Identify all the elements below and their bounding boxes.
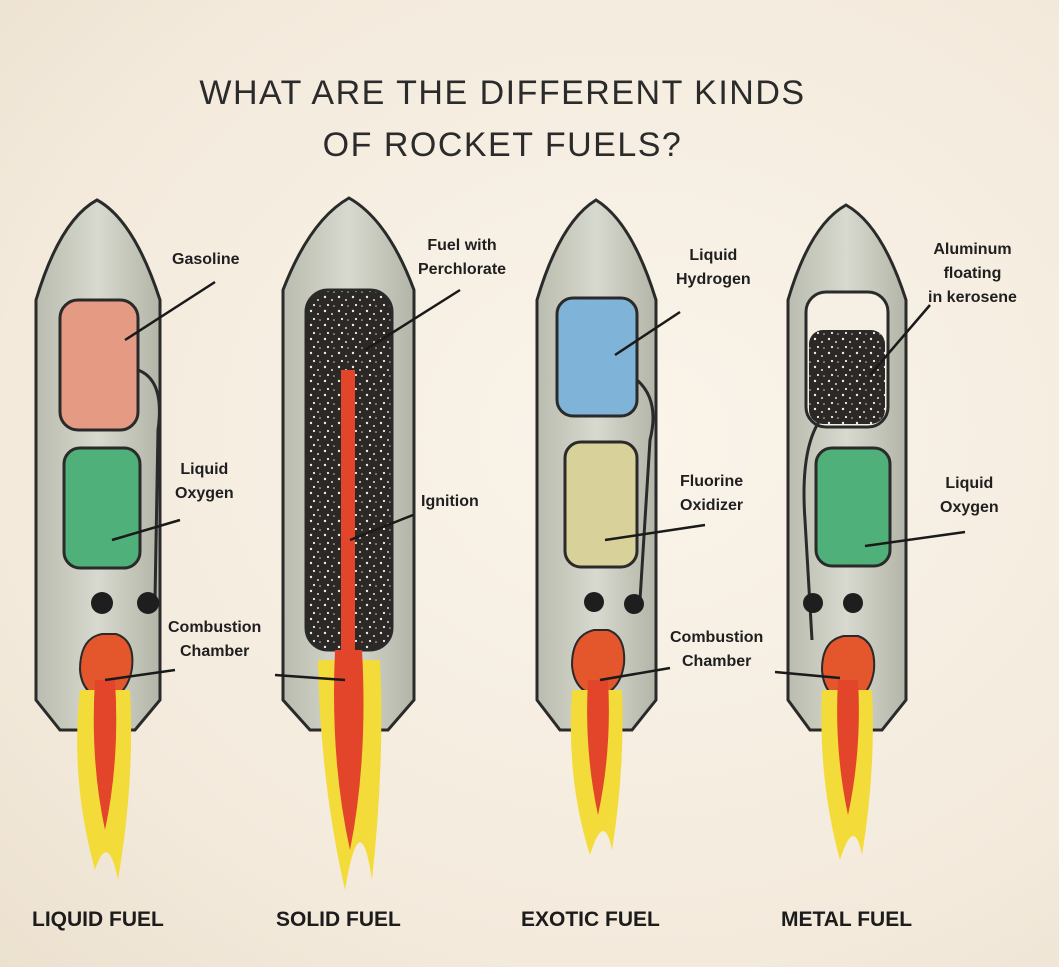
label-liquid-oxygen-metal-line-2: Oxygen <box>940 499 999 516</box>
label-aluminum-in-kerosene: Aluminum floating in kerosene <box>928 238 1017 310</box>
leader-line-gasoline <box>124 280 216 342</box>
label-combustion-chamber-line-2: Chamber <box>179 643 250 660</box>
label-aluminum-line-1: Aluminum <box>933 241 1012 258</box>
label-fuel-with-perchlorate-line-1: Fuel with <box>427 237 497 254</box>
caption-liquid-fuel: LIQUID FUEL <box>32 908 164 931</box>
label-aluminum-line-2: floating <box>943 265 1002 282</box>
ignition-channel <box>341 370 355 660</box>
caption-solid-fuel: SOLID FUEL <box>276 908 401 931</box>
caption-exotic-fuel: EXOTIC FUEL <box>521 908 660 931</box>
label-liquid-hydrogen-line-2: Hydrogen <box>676 271 751 288</box>
fuel-pipe <box>635 378 655 601</box>
leader-line-combustion-chamber-metal <box>774 670 841 680</box>
label-fluorine-oxidizer-line-2: Oxidizer <box>680 497 744 514</box>
rocket-exotic-fuel <box>535 198 658 855</box>
valve <box>624 594 644 614</box>
aluminum-fill <box>809 330 885 424</box>
valve <box>137 592 159 614</box>
exhaust-flame-core <box>587 680 609 815</box>
fluorine-tank <box>563 440 639 569</box>
rocket-solid-fuel <box>281 196 416 890</box>
label-liquid-oxygen-metal-line-1: Liquid <box>945 475 994 492</box>
oxygen-tank <box>62 446 142 570</box>
label-liquid-oxygen-line-2: Oxygen <box>175 485 234 502</box>
exhaust-flame-core <box>837 680 859 815</box>
label-fluorine-oxidizer-line-1: Fluorine <box>680 473 744 490</box>
label-combustion-chamber-exotic-line-2: Chamber <box>681 653 752 670</box>
label-ignition: Ignition <box>421 493 479 510</box>
label-fuel-with-perchlorate: Fuel with Perchlorate <box>418 234 506 282</box>
label-combustion-chamber-exotic: Combustion Chamber <box>670 626 763 674</box>
rocket-metal-fuel <box>786 203 908 860</box>
leader-line-fuel-perchlorate <box>364 288 461 352</box>
page-title-line-1: WHAT ARE THE DIFFERENT KINDS <box>199 74 806 112</box>
label-aluminum-line-3: in kerosene <box>928 289 1017 306</box>
leader-line-aluminum <box>869 304 931 376</box>
label-gasoline: Gasoline <box>172 251 240 268</box>
exhaust-flame-core <box>93 680 117 830</box>
caption-metal-fuel: METAL FUEL <box>781 908 913 931</box>
valve <box>843 593 863 613</box>
label-liquid-oxygen: Liquid Oxygen <box>175 458 234 506</box>
fuel-pipe <box>802 419 822 641</box>
label-combustion-chamber-line-1: Combustion <box>168 619 262 636</box>
leader-line-combustion-chamber <box>104 668 176 682</box>
valve <box>803 593 823 613</box>
leader-line-liquid-oxygen <box>111 518 181 542</box>
fuel-pipe <box>137 368 161 601</box>
label-liquid-oxygen-line-1: Liquid <box>180 461 229 478</box>
label-liquid-oxygen-metal: Liquid Oxygen <box>940 472 999 520</box>
hydrogen-tank <box>555 296 639 418</box>
leader-line-ignition <box>349 513 414 542</box>
gasoline-tank <box>58 298 140 432</box>
oxygen-tank <box>814 446 892 568</box>
valve <box>584 592 604 612</box>
label-fluorine-oxidizer: Fluorine Oxidizer <box>680 470 743 518</box>
label-fuel-with-perchlorate-line-2: Perchlorate <box>418 261 507 278</box>
leader-line-liquid-oxygen-metal <box>864 530 966 548</box>
label-liquid-hydrogen-line-1: Liquid <box>689 247 738 264</box>
leader-line-liquid-hydrogen <box>614 310 681 357</box>
label-combustion-chamber: Combustion Chamber <box>168 616 261 664</box>
label-combustion-chamber-exotic-line-1: Combustion <box>670 629 764 646</box>
leader-lines <box>104 280 966 682</box>
page-title-line-2: OF ROCKET FUELS? <box>322 126 683 164</box>
rocket-liquid-fuel <box>34 198 162 880</box>
leader-line-combustion-chamber-exotic <box>599 666 671 682</box>
valve <box>91 592 113 614</box>
leader-line-fluorine <box>604 523 706 542</box>
label-liquid-hydrogen: Liquid Hydrogen <box>676 244 751 292</box>
exhaust-flame-core <box>334 650 364 850</box>
leader-line-combustion-chamber-solid <box>274 673 346 682</box>
